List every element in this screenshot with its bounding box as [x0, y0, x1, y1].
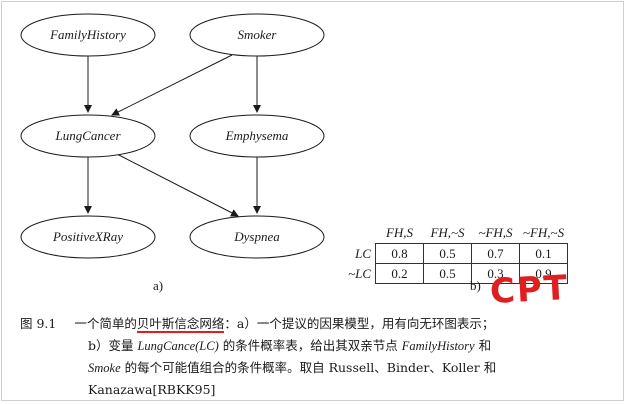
- caption-line-1: 图 9.1 一个简单的贝叶斯信念网络：a）一个提议的因果模型，用有向无环图表示；: [20, 313, 620, 335]
- caption-line-3: Smoke 的每个可能值组合的条件概率。取自 Russell、Binder、Ko…: [20, 357, 620, 379]
- cpt-col-fh-s: FH,S: [385, 225, 414, 240]
- caption-variable: LungCance(LC): [137, 339, 219, 353]
- cpt-row-not-lc: ~LC 0.2 0.5 0.3 0.9: [347, 263, 568, 284]
- node-label-lungcancer: LungCancer: [55, 128, 122, 143]
- highlighted-term: 贝叶斯信念网络: [136, 316, 225, 333]
- caption-citation: Kanazawa[RBKK95]: [88, 382, 216, 397]
- cpt-rowhead-lc: LC: [355, 245, 371, 261]
- handwritten-cpt-annotation: CPT: [489, 267, 571, 313]
- conditional-probability-table: FH,S FH,~S ~FH,S ~FH,~S LC 0.8 0.5 0.7 0…: [347, 223, 568, 284]
- caption-line-4: Kanazawa[RBKK95]: [20, 379, 620, 401]
- cpt-cell: 0.5: [423, 263, 472, 284]
- node-familyhistory: FamilyHistory: [20, 13, 156, 57]
- caption-text: 一个简单的: [74, 316, 137, 331]
- caption-text: 的条件概率表，给出其双亲节点: [218, 338, 402, 353]
- subfigure-label-a: a): [153, 278, 163, 293]
- cpt-rowhead-not-lc: ~LC: [348, 265, 371, 281]
- subfigure-label-b: b): [470, 278, 481, 293]
- node-lungcancer: LungCancer: [20, 114, 156, 158]
- node-label-familyhistory: FamilyHistory: [49, 27, 126, 42]
- cpt-cell: 0.7: [471, 243, 520, 264]
- node-dyspnea: Dyspnea: [189, 215, 325, 259]
- caption-text: b）变量: [88, 338, 138, 353]
- cpt-cell: 0.8: [375, 243, 424, 264]
- figure-number: 图 9.1: [20, 316, 57, 331]
- node-label-emphysema: Emphysema: [225, 128, 289, 143]
- node-label-smoker: Smoker: [238, 27, 278, 42]
- caption-text: 的每个可能值组合的条件概率。取自 Russell、Binder、Koller 和: [120, 360, 497, 375]
- cpt-cell: 0.5: [423, 243, 472, 264]
- node-label-dyspnea: Dyspnea: [233, 229, 280, 244]
- cpt-col-not-fh-s: ~FH,S: [478, 225, 513, 240]
- node-label-positivexray: PositiveXRay: [52, 229, 123, 244]
- edge-lungcancer-dyspnea: [114, 152, 239, 217]
- caption-variable: FamilyHistory: [401, 339, 475, 353]
- cpt-cell: 0.1: [519, 243, 568, 264]
- node-positivexray: PositiveXRay: [20, 215, 156, 259]
- cpt-cell: 0.9: [519, 263, 568, 284]
- node-smoker: Smoker: [189, 13, 325, 57]
- caption-text: 和: [474, 338, 492, 353]
- bayesian-network-diagram: FamilyHistory Smoker LungCancer Emphysem…: [20, 13, 325, 293]
- node-emphysema: Emphysema: [189, 114, 325, 158]
- caption-variable: Smoke: [88, 361, 121, 375]
- edge-smoker-lungcancer: [111, 54, 233, 116]
- cpt-cell: 0.3: [471, 263, 520, 284]
- cpt-col-fh-not-s: FH,~S: [430, 225, 465, 240]
- cpt-header-row: FH,S FH,~S ~FH,S ~FH,~S: [347, 223, 568, 244]
- caption-text: ：a）一个提议的因果模型，用有向无环图表示；: [224, 316, 495, 331]
- caption-line-2: b）变量 LungCance(LC) 的条件概率表，给出其双亲节点 Family…: [20, 335, 620, 357]
- cpt-col-not-fh-not-s: ~FH,~S: [522, 225, 565, 240]
- cpt-cell: 0.2: [375, 263, 424, 284]
- cpt-row-lc: LC 0.8 0.5 0.7 0.1: [347, 243, 568, 264]
